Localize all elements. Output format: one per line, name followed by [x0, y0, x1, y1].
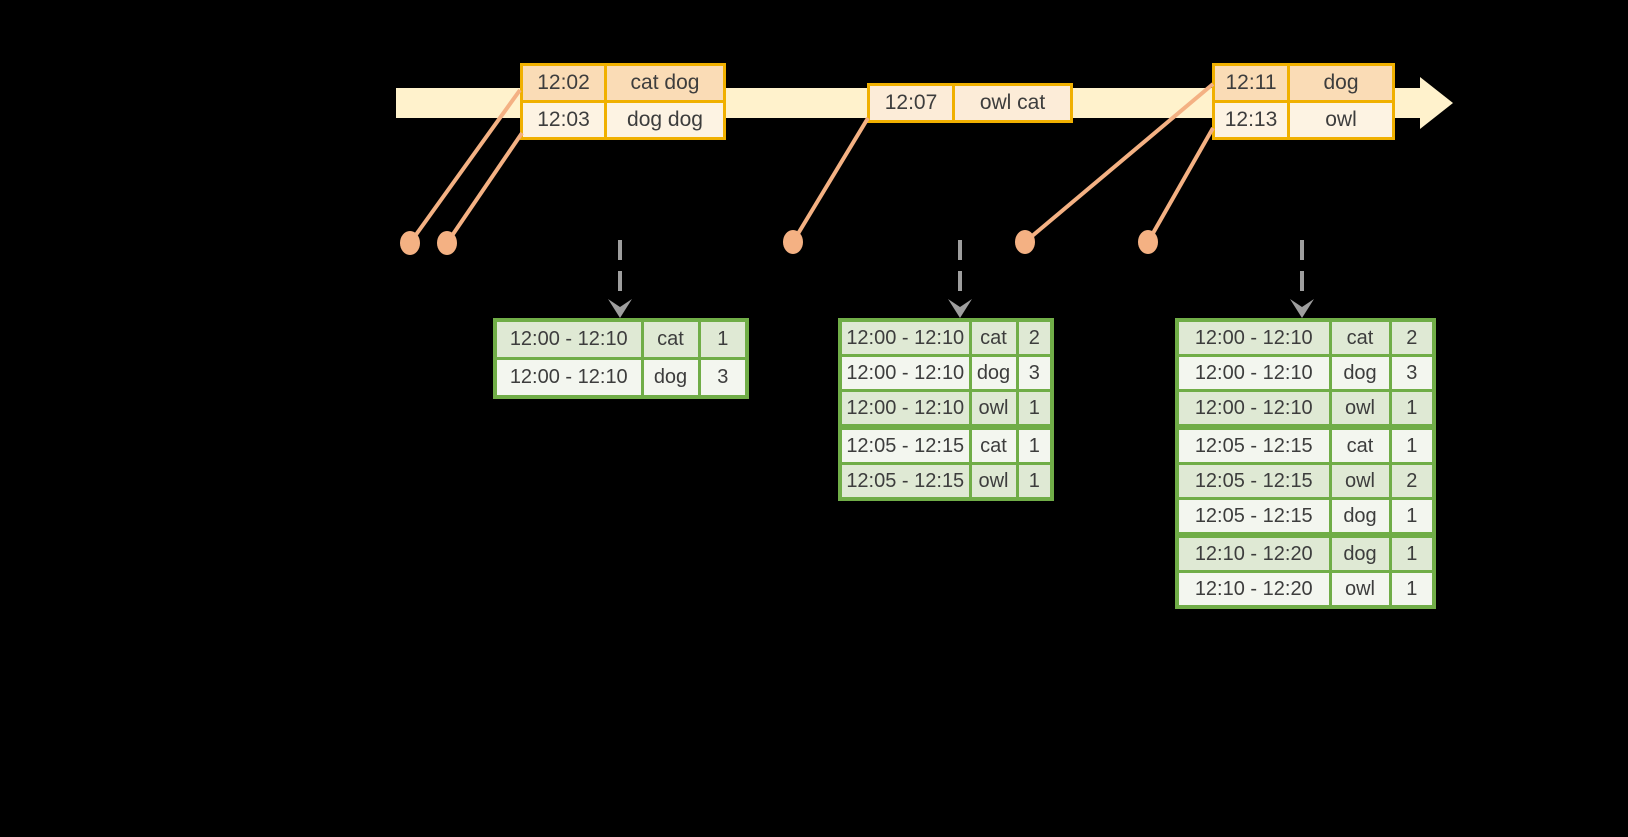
result-row: 12:05 - 12:15 cat 1 [838, 424, 1054, 465]
count-cell: 1 [1388, 424, 1436, 465]
count-cell: 2 [1388, 462, 1436, 500]
result-table-1: 12:00 - 12:10 cat 1 12:00 - 12:10 dog 3 [493, 318, 749, 399]
result-row: 12:05 - 12:15 dog 1 [1175, 497, 1436, 537]
word-cell: dog [968, 354, 1019, 392]
window-cell: 12:00 - 12:10 [493, 357, 644, 399]
count-cell: 3 [1388, 354, 1436, 392]
down-arrow-icon [608, 299, 632, 318]
window-cell: 12:00 - 12:10 [838, 318, 972, 357]
window-cell: 12:10 - 12:20 [1175, 570, 1332, 609]
word-cell: dog [1328, 532, 1392, 573]
window-cell: 12:05 - 12:15 [1175, 424, 1332, 465]
event-table-2: 12:07 owl cat [867, 83, 1073, 123]
event-dot-icon [437, 231, 457, 255]
word-cell: cat [1328, 318, 1392, 357]
result-row: 12:00 - 12:10 dog 3 [838, 354, 1054, 392]
result-row: 12:00 - 12:10 dog 3 [1175, 354, 1436, 392]
result-row: 12:05 - 12:15 owl 1 [838, 462, 1054, 501]
arrow-right-icon [1420, 77, 1453, 129]
event-table-1: 12:02 cat dog 12:03 dog dog [520, 63, 726, 140]
down-arrow-icon [1290, 299, 1314, 318]
event-dot-icon [1138, 230, 1158, 254]
count-cell: 1 [1015, 389, 1054, 429]
count-cell: 2 [1015, 318, 1054, 357]
window-cell: 12:00 - 12:10 [1175, 389, 1332, 429]
connector-line [791, 116, 870, 244]
event-time-cell: 12:07 [867, 83, 955, 123]
event-row: 12:03 dog dog [520, 100, 726, 140]
window-cell: 12:00 - 12:10 [838, 354, 972, 392]
count-cell: 3 [697, 357, 749, 399]
event-words-cell: cat dog [604, 63, 726, 103]
count-cell: 1 [697, 318, 749, 360]
event-row: 12:13 owl [1212, 100, 1395, 140]
word-cell: dog [1328, 354, 1392, 392]
window-cell: 12:00 - 12:10 [493, 318, 644, 360]
count-cell: 1 [1388, 497, 1436, 537]
result-row: 12:00 - 12:10 cat 1 [493, 318, 749, 360]
window-cell: 12:10 - 12:20 [1175, 532, 1332, 573]
window-cell: 12:00 - 12:10 [1175, 318, 1332, 357]
result-row: 12:00 - 12:10 owl 1 [1175, 389, 1436, 429]
event-words-cell: dog [1287, 63, 1395, 103]
result-row: 12:00 - 12:10 dog 3 [493, 357, 749, 399]
event-time-cell: 12:02 [520, 63, 607, 103]
word-cell: owl [1328, 389, 1392, 429]
result-table-2: 12:00 - 12:10 cat 2 12:00 - 12:10 dog 3 … [838, 318, 1054, 501]
word-cell: cat [968, 318, 1019, 357]
count-cell: 2 [1388, 318, 1436, 357]
event-time-cell: 12:11 [1212, 63, 1290, 103]
connector-line [1146, 127, 1215, 243]
word-cell: dog [1328, 497, 1392, 537]
event-time-cell: 12:03 [520, 100, 607, 140]
window-cell: 12:05 - 12:15 [1175, 497, 1332, 537]
word-cell: cat [640, 318, 701, 360]
result-row: 12:10 - 12:20 owl 1 [1175, 570, 1436, 609]
window-cell: 12:00 - 12:10 [1175, 354, 1332, 392]
result-row: 12:00 - 12:10 owl 1 [838, 389, 1054, 429]
word-cell: owl [1328, 462, 1392, 500]
event-dot-icon [400, 231, 420, 255]
count-cell: 1 [1388, 532, 1436, 573]
window-cell: 12:05 - 12:15 [838, 424, 972, 465]
word-cell: owl [968, 462, 1019, 501]
window-cell: 12:05 - 12:15 [1175, 462, 1332, 500]
result-row: 12:05 - 12:15 cat 1 [1175, 424, 1436, 465]
event-words-cell: owl [1287, 100, 1395, 140]
word-cell: owl [1328, 570, 1392, 609]
word-cell: cat [1328, 424, 1392, 465]
event-table-3: 12:11 dog 12:13 owl [1212, 63, 1395, 140]
window-cell: 12:05 - 12:15 [838, 462, 972, 501]
result-row: 12:00 - 12:10 cat 2 [1175, 318, 1436, 357]
event-dot-icon [1015, 230, 1035, 254]
word-cell: dog [640, 357, 701, 399]
event-row: 12:11 dog [1212, 63, 1395, 103]
count-cell: 1 [1015, 424, 1054, 465]
connector-line [445, 131, 524, 245]
count-cell: 1 [1388, 570, 1436, 609]
event-time-cell: 12:13 [1212, 100, 1290, 140]
event-row: 12:02 cat dog [520, 63, 726, 103]
event-words-cell: dog dog [604, 100, 726, 140]
result-row: 12:00 - 12:10 cat 2 [838, 318, 1054, 357]
result-table-3: 12:00 - 12:10 cat 2 12:00 - 12:10 dog 3 … [1175, 318, 1436, 609]
word-cell: owl [968, 389, 1019, 429]
count-cell: 3 [1015, 354, 1054, 392]
window-cell: 12:00 - 12:10 [838, 389, 972, 429]
result-row: 12:05 - 12:15 owl 2 [1175, 462, 1436, 500]
result-row: 12:10 - 12:20 dog 1 [1175, 532, 1436, 573]
event-row: 12:07 owl cat [867, 83, 1073, 123]
event-dot-icon [783, 230, 803, 254]
event-words-cell: owl cat [952, 83, 1073, 123]
word-cell: cat [968, 424, 1019, 465]
down-arrow-icon [948, 299, 972, 318]
count-cell: 1 [1015, 462, 1054, 501]
count-cell: 1 [1388, 389, 1436, 429]
